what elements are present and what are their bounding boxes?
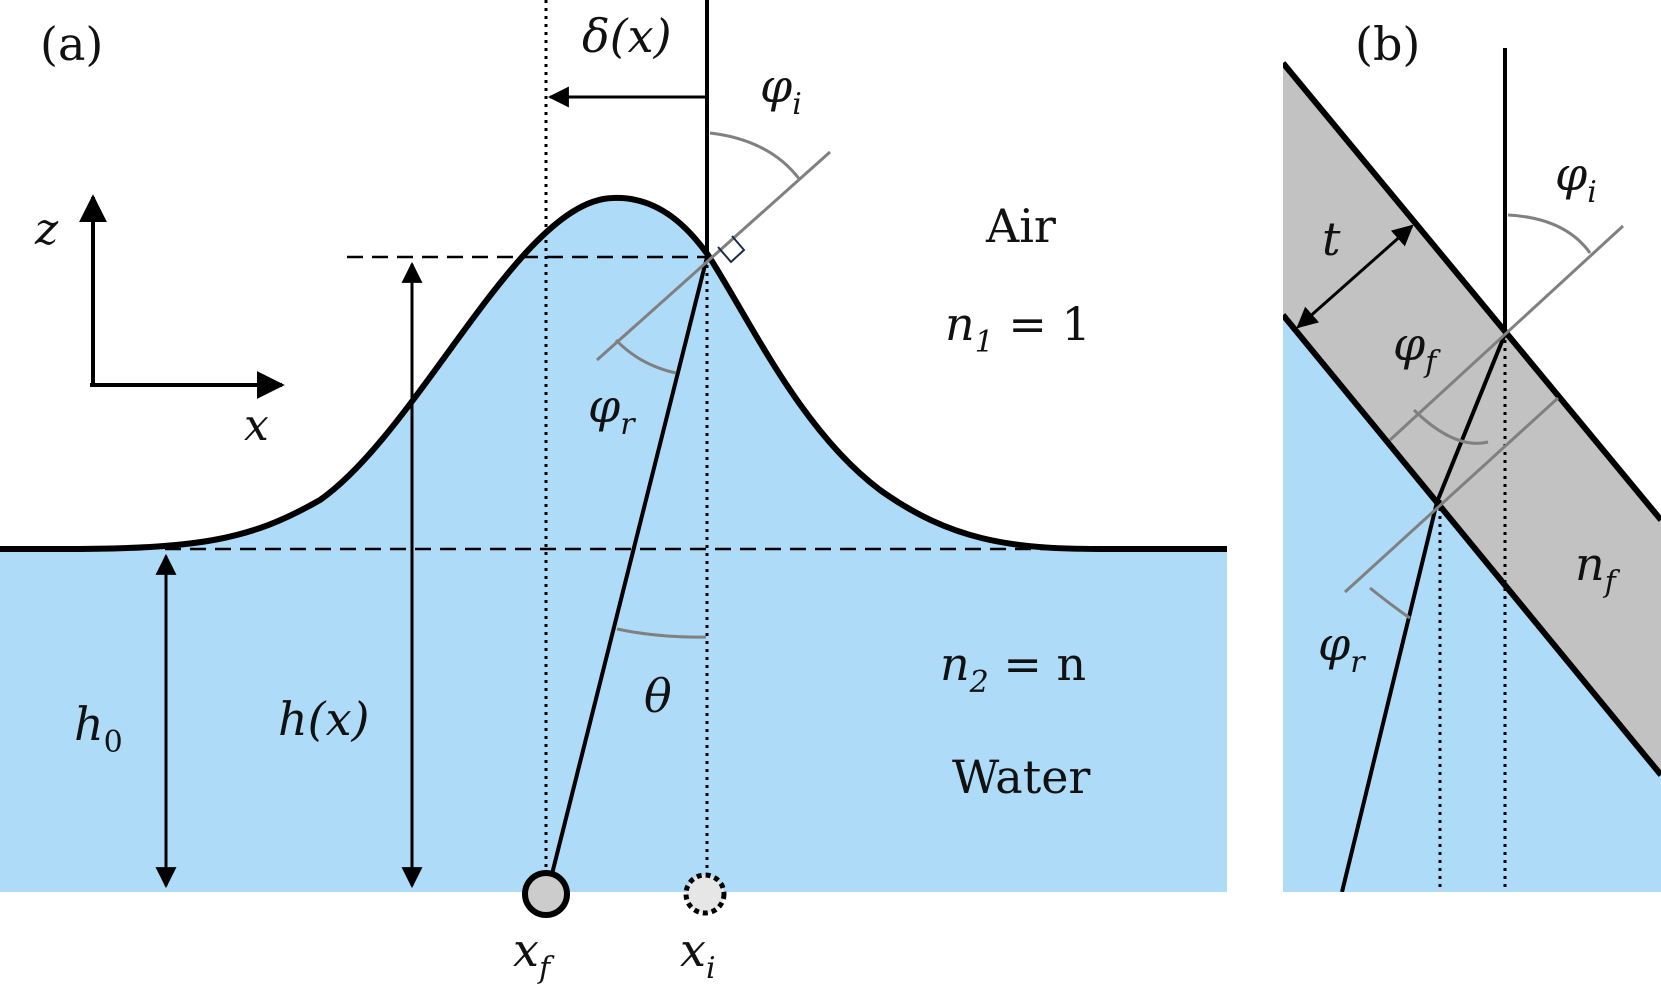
panel-b: (b) t φi φf φr nf [1283,0,1661,892]
xf-label: xf [513,923,555,986]
phi-f-arc [1412,408,1489,445]
phi-r-label-a: φr [588,379,636,442]
hx-label: h(x) [278,692,369,746]
water-region-a [0,197,1227,893]
film-top-edge [1283,61,1661,522]
xi-label: xi [680,923,716,986]
xf-point [522,870,570,918]
water-surface-a [0,194,1227,552]
film-ray [1435,333,1507,503]
refracted-ray-b [1340,501,1439,892]
film-bottom-edge [1283,313,1661,777]
theta-arc [616,627,707,639]
delta-label: δ(x) [582,9,672,63]
phi-r-arc-a [614,338,677,375]
panel-a: (a) z x δ(x) φi φr θ Air n1 = 1 n2 = n W… [0,0,1227,986]
h0-label: h0 [74,697,123,760]
thickness-arrow [1296,224,1414,329]
panel-b-tag: (b) [1355,17,1420,71]
phi-i-arc-b [1507,213,1592,254]
phi-i-label-a: φi [760,59,802,122]
n2-label: n2 = n [940,637,1086,700]
phi-i-label-b: φi [1555,147,1597,210]
theta-label: θ [644,669,672,723]
z-axis-label: z [34,204,59,255]
air-region-b [1283,0,1661,520]
panel-a-tag: (a) [40,17,103,71]
normal-bottom-b [1343,396,1560,594]
air-label: Air [985,199,1056,253]
surface-normal-a [596,150,831,362]
phi-i-arc-a [709,131,802,181]
phi-r-label-b: φr [1318,617,1366,680]
phi-r-arc-b [1369,586,1411,620]
n1-label: n1 = 1 [945,297,1091,360]
x-axis-label: x [244,400,269,451]
refracted-ray-a [549,256,709,879]
water-label: Water [952,750,1090,804]
normal-top-b [1388,224,1625,442]
right-angle-marker [717,235,746,264]
t-label: t [1322,212,1341,266]
xi-point [683,872,727,916]
